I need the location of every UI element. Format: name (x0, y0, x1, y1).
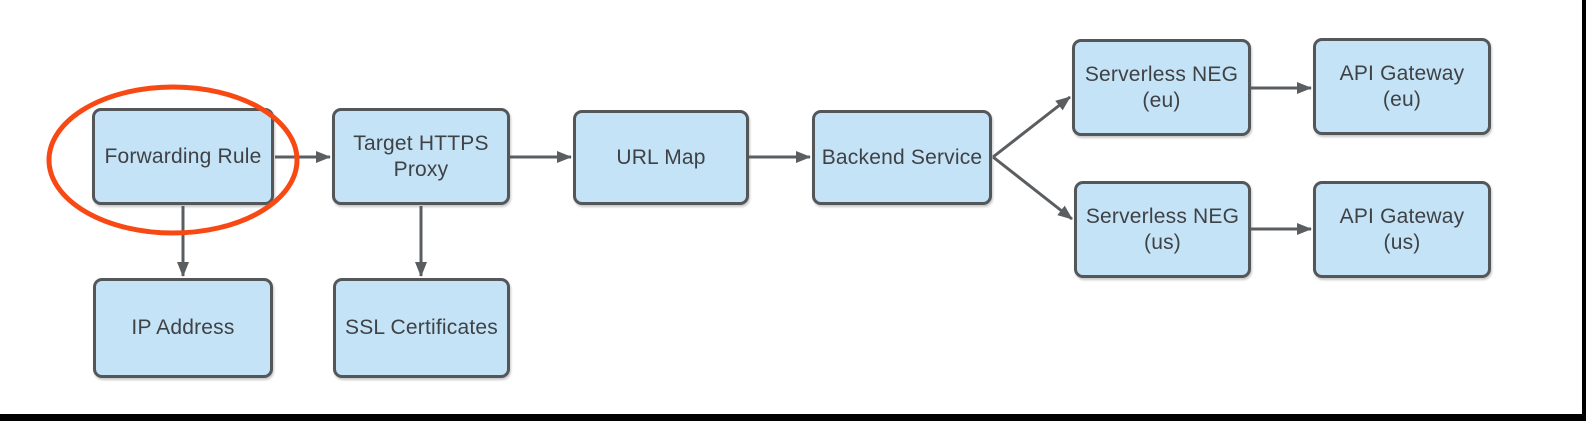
edge-backend-service-to-serverless-neg-eu (992, 95, 1071, 159)
node-ip-address[interactable]: IP Address (93, 278, 273, 378)
node-label: Serverless NEG (us) (1085, 204, 1240, 254)
node-url-map[interactable]: URL Map (573, 110, 749, 205)
frame-bottom-bar (0, 414, 1586, 421)
node-label: API Gateway (us) (1339, 204, 1465, 254)
node-label: Serverless NEG (eu) (1084, 62, 1239, 112)
node-api-gateway-eu[interactable]: API Gateway (eu) (1313, 38, 1491, 135)
node-label: Target HTTPS Proxy (353, 131, 489, 181)
node-target-https-proxy[interactable]: Target HTTPS Proxy (332, 108, 510, 205)
frame-right-bar (1582, 0, 1586, 421)
edge-backend-service-to-serverless-neg-us (992, 155, 1073, 221)
node-ssl-certificates[interactable]: SSL Certificates (333, 278, 510, 378)
node-label: SSL Certificates (345, 316, 498, 339)
node-label: Forwarding Rule (104, 144, 262, 168)
node-label: URL Map (616, 145, 706, 169)
node-api-gateway-us[interactable]: API Gateway (us) (1313, 181, 1491, 278)
node-label: IP Address (131, 316, 235, 339)
node-serverless-neg-us[interactable]: Serverless NEG (us) (1074, 181, 1251, 278)
node-label: Backend Service (821, 145, 983, 169)
node-forwarding-rule[interactable]: Forwarding Rule (92, 108, 274, 205)
node-serverless-neg-eu[interactable]: Serverless NEG (eu) (1072, 39, 1251, 136)
node-backend-service[interactable]: Backend Service (812, 110, 992, 205)
node-label: API Gateway (eu) (1339, 61, 1465, 111)
